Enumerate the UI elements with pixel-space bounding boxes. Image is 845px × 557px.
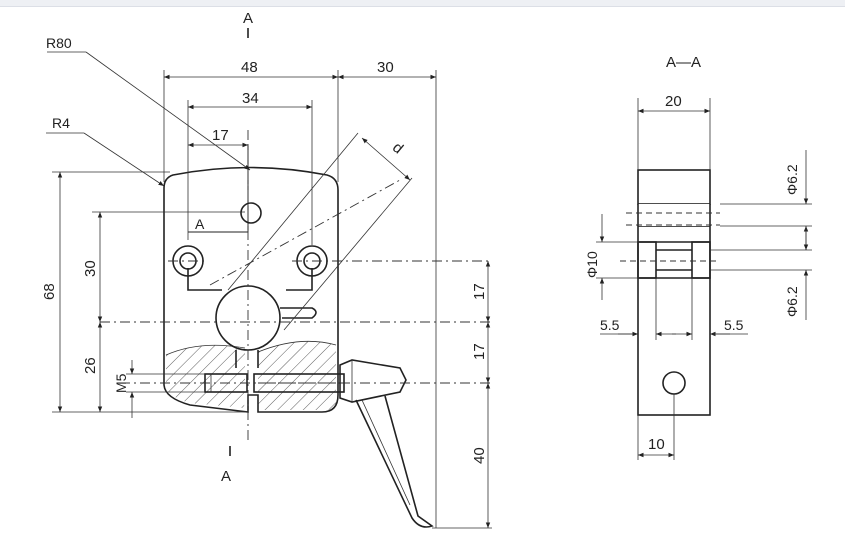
dim-48: 48	[241, 59, 258, 76]
dim-40: 40	[471, 447, 488, 464]
side-slot	[280, 307, 317, 319]
dim-phi10: Φ10	[584, 251, 600, 278]
dim-55-right: 5.5	[724, 317, 744, 333]
dim-10: 10	[648, 436, 665, 453]
dim-phi62-bottom: Φ6.2	[784, 286, 800, 317]
label-r4: R4	[52, 115, 70, 131]
dim-17-b: 17	[471, 343, 488, 360]
dim-30-top: 30	[377, 59, 394, 76]
label-r80: R80	[46, 35, 72, 51]
section-pin	[662, 371, 686, 395]
label-m5: M5	[113, 373, 129, 393]
label-d: d	[389, 139, 406, 157]
section-label-inner: A	[195, 216, 205, 232]
dim-phi62-top: Φ6.2	[784, 164, 800, 195]
dim-30-left: 30	[82, 260, 99, 277]
dim-55-left: 5.5	[600, 317, 620, 333]
section-view: A—A 20 Φ6.2 Φ10	[584, 54, 812, 460]
section-label-top: A	[243, 10, 253, 27]
section-title: A—A	[666, 54, 701, 71]
dim-17-a: 17	[471, 283, 488, 300]
hole-small-top	[240, 202, 262, 224]
clamp-lever	[339, 359, 407, 403]
front-view: A A A	[100, 10, 490, 528]
front-dimensions: 48 30 34 17 R80 R4 d 68 30 26	[41, 35, 492, 529]
hatched-region-right	[258, 341, 336, 410]
toolbar-strip	[0, 0, 845, 7]
dim-17-top: 17	[212, 127, 229, 144]
section-top-block	[637, 169, 711, 205]
dim-34: 34	[242, 90, 259, 107]
section-label-bottom: A	[221, 468, 231, 485]
dim-26: 26	[82, 357, 99, 374]
dim-20: 20	[665, 93, 682, 110]
dim-68: 68	[41, 283, 58, 300]
